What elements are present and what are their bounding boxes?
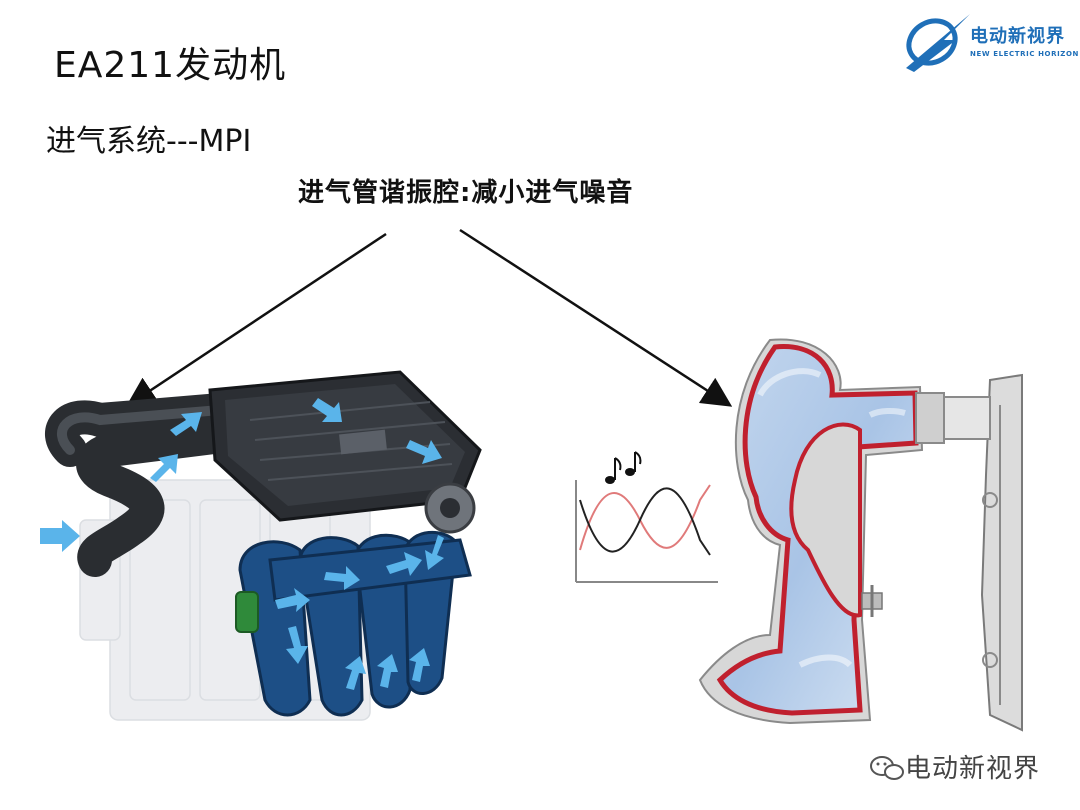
brand-logo-icon	[906, 14, 970, 72]
logo-name-cn: 电动新视界	[970, 26, 1065, 47]
page-title: EA211发动机	[54, 45, 287, 86]
bolt-icon	[861, 585, 883, 617]
airflow-arrows	[40, 398, 444, 690]
arrow-to-engine	[125, 232, 387, 407]
watermark-text: 电动新视界	[905, 754, 1041, 784]
section-subtitle: 进气系统---MPI	[46, 124, 252, 159]
wechat-icon	[870, 756, 904, 780]
engine-intake-illustration	[40, 370, 482, 721]
diagram-caption: 进气管谐振腔:减小进气噪音	[298, 178, 634, 208]
logo-name-en: NEW ELECTRIC HORIZON	[970, 50, 1079, 58]
arrow-to-section	[459, 228, 733, 407]
music-note-icon	[605, 451, 642, 484]
resonator-cross-section	[698, 338, 1023, 732]
sound-wave-diagram	[575, 451, 718, 583]
